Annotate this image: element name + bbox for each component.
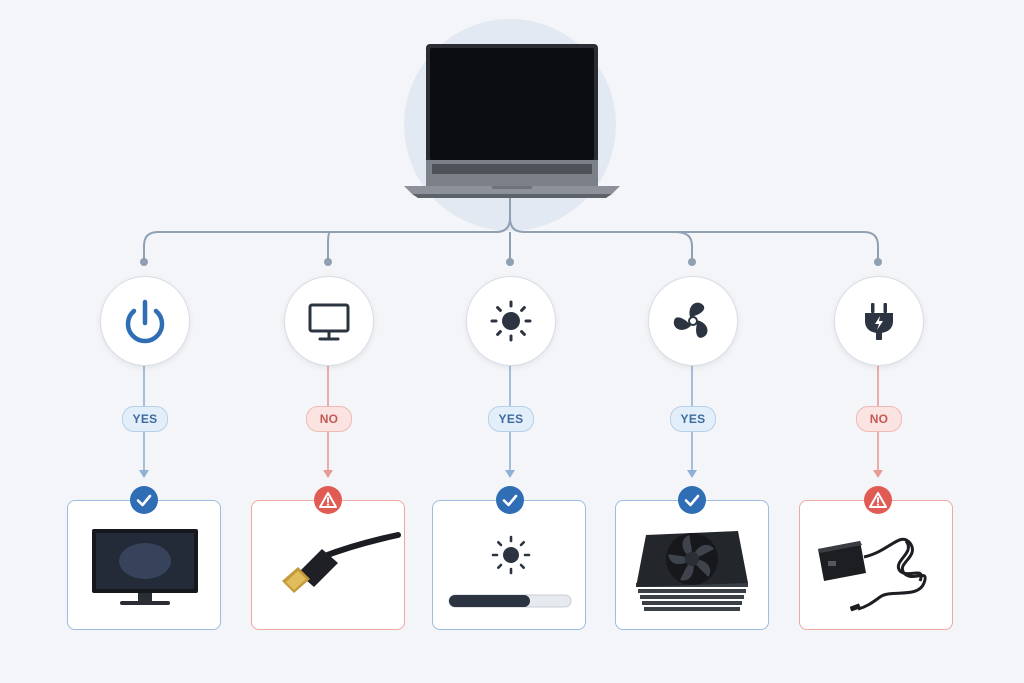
- displayport-cable-icon: [282, 532, 401, 593]
- monitor-image-icon: [92, 529, 198, 605]
- power-node[interactable]: [100, 276, 190, 366]
- power-plug-status-warning: [864, 486, 892, 514]
- power-plug-result-card[interactable]: [799, 500, 953, 630]
- power-plug-node[interactable]: [834, 276, 924, 366]
- power-icon: [125, 299, 165, 344]
- cpu-cooler-fan-icon: [636, 531, 748, 611]
- power-adapter-icon: [818, 537, 927, 612]
- checkmark-icon: [502, 494, 518, 507]
- brightness-result-card[interactable]: [432, 500, 586, 630]
- brightness-icon: [490, 300, 532, 342]
- power-answer-badge: YES: [122, 406, 168, 432]
- power-status-check: [130, 486, 158, 514]
- fan-status-check: [678, 486, 706, 514]
- fan-icon: [673, 302, 708, 338]
- fan-result-card[interactable]: [615, 500, 769, 630]
- display-answer-badge: NO: [306, 406, 352, 432]
- fan-node[interactable]: [648, 276, 738, 366]
- brightness-status-check: [496, 486, 524, 514]
- power-plug-icon: [865, 303, 893, 340]
- checkmark-icon: [684, 494, 700, 507]
- checkmark-icon: [136, 494, 152, 507]
- warning-icon: [319, 492, 337, 508]
- display-node[interactable]: [284, 276, 374, 366]
- brightness-node[interactable]: [466, 276, 556, 366]
- fan-answer-badge: YES: [670, 406, 716, 432]
- brightness-slider-icon: [448, 535, 572, 608]
- display-result-card[interactable]: [251, 500, 405, 630]
- laptop-icon: [404, 44, 620, 198]
- display-status-warning: [314, 486, 342, 514]
- power-plug-answer-badge: NO: [856, 406, 902, 432]
- brightness-answer-badge: YES: [488, 406, 534, 432]
- warning-icon: [869, 492, 887, 508]
- power-result-card[interactable]: [67, 500, 221, 630]
- display-icon: [308, 303, 350, 341]
